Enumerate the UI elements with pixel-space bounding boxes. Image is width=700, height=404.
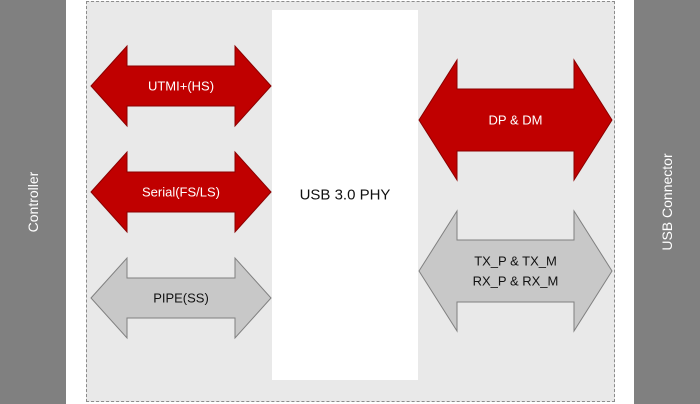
utmi-hs-arrow: UTMI+(HS) xyxy=(90,44,272,128)
serial-fs-ls-arrow: Serial(FS/LS) xyxy=(90,150,272,234)
dp-dm-arrow-label: DP & DM xyxy=(489,113,543,128)
serial-fs-ls-arrow-label: Serial(FS/LS) xyxy=(142,185,220,200)
usb-connector-panel: USB Connector xyxy=(634,0,700,404)
tx-rx-arrow-shape xyxy=(418,209,613,333)
pipe-ss-arrow-label: PIPE(SS) xyxy=(153,291,209,306)
dp-dm-arrow: DP & DM xyxy=(418,58,613,182)
tx-rx-arrow-label: RX_P & RX_M xyxy=(473,274,559,289)
utmi-hs-arrow-shape xyxy=(90,44,272,128)
pipe-ss-arrow: PIPE(SS) xyxy=(90,256,272,340)
utmi-hs-arrow-label: UTMI+(HS) xyxy=(148,79,214,94)
tx-rx-arrow: TX_P & TX_M RX_P & RX_M xyxy=(418,209,613,333)
controller-panel: Controller xyxy=(0,0,66,404)
serial-fs-ls-arrow-shape xyxy=(90,150,272,234)
tx-rx-arrow-label: TX_P & TX_M xyxy=(474,254,557,269)
phy-chip: USB 3.0 PHY xyxy=(272,10,418,380)
phy-label: USB 3.0 PHY xyxy=(299,186,391,204)
pipe-ss-arrow-shape xyxy=(90,256,272,340)
dp-dm-arrow-shape xyxy=(418,58,613,182)
